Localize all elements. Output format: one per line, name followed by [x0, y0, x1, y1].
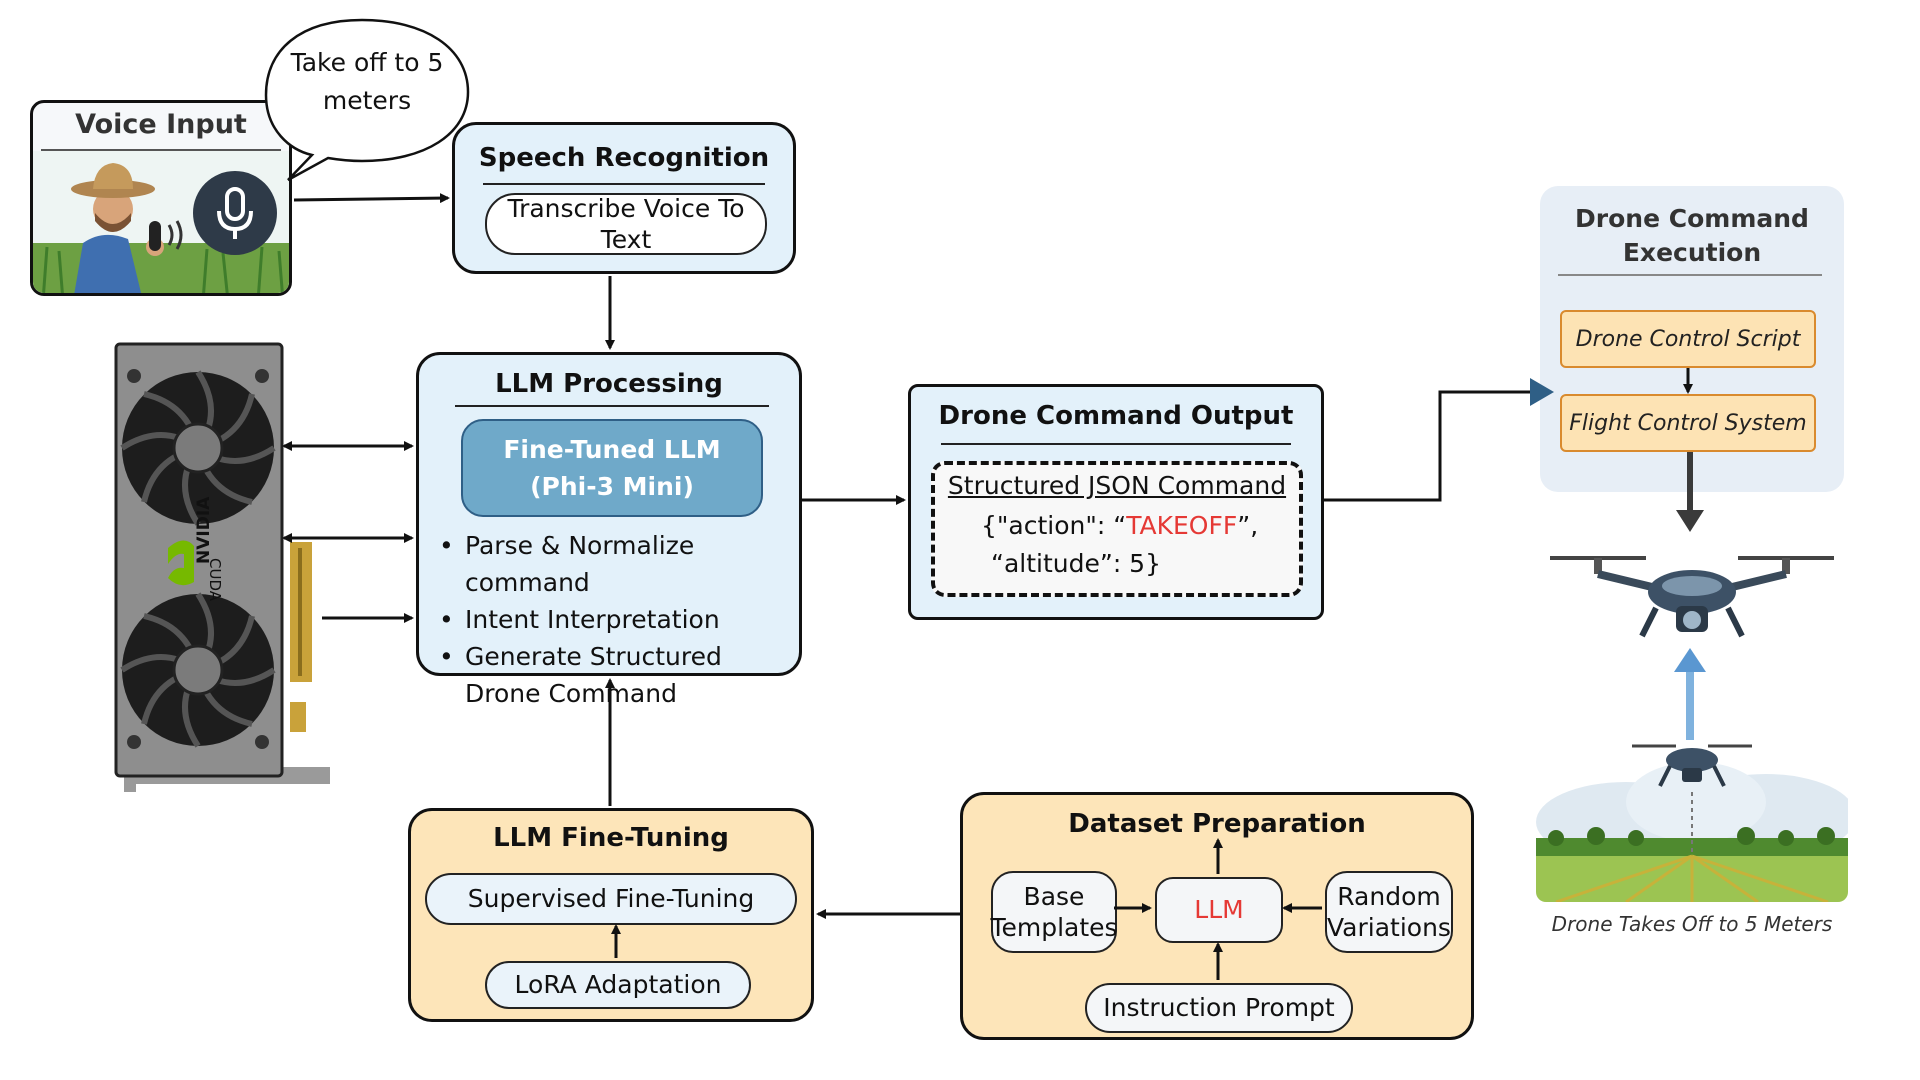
json-command-frame: Structured JSON Command {"action": “TAKE… — [931, 461, 1303, 597]
drone-control-script: Drone Control Script — [1560, 310, 1816, 368]
microphone-icon — [193, 171, 277, 255]
dataset-preparation-box: Dataset Preparation Base Templates LLM R… — [960, 792, 1474, 1040]
voice-input-panel: Voice Input — [30, 100, 292, 296]
nvidia-logo-icon — [168, 540, 194, 586]
fine-tuning-box: LLM Fine-Tuning Supervised Fine-Tuning L… — [408, 808, 814, 1022]
drone-scene — [1536, 732, 1848, 902]
flight-control-system: Flight Control System — [1560, 394, 1816, 452]
step-generate: Generate Structured Drone Command — [439, 638, 799, 712]
json-line-2: “altitude”: 5} — [991, 549, 1161, 578]
fine-tuning-title: LLM Fine-Tuning — [493, 823, 729, 853]
gpu-brand: NVIDIA — [194, 496, 214, 564]
speech-recognition-title: Speech Recognition — [478, 143, 770, 173]
transcribe-step: Transcribe Voice To Text — [485, 193, 767, 255]
execution-caption: Drone Takes Off to 5 Meters — [1551, 912, 1833, 936]
json-label: Structured JSON Command — [947, 471, 1287, 500]
supervised-fine-tuning: Supervised Fine-Tuning — [425, 873, 797, 925]
gpu-card: NVIDIA CUDA — [114, 342, 330, 794]
step-intent: Intent Interpretation — [439, 601, 799, 638]
step-parse: Parse & Normalize command — [439, 527, 799, 601]
drone-command-output-box: Drone Command Output Structured JSON Com… — [908, 384, 1324, 620]
dataset-llm: LLM — [1155, 877, 1283, 943]
json-line-1: {"action": “TAKEOFF”, — [981, 511, 1259, 540]
gpu-sub: CUDA — [206, 558, 224, 602]
fine-tuned-model: Fine-Tuned LLM (Phi-3 Mini) — [461, 419, 763, 517]
llm-processing-title: LLM Processing — [495, 369, 723, 399]
voice-input-title: Voice Input — [75, 109, 247, 140]
drone-hover-icon — [1550, 556, 1834, 638]
speech-recognition-box: Speech Recognition Transcribe Voice To T… — [452, 122, 796, 274]
random-variations: Random Variations — [1325, 871, 1453, 953]
lora-adaptation: LoRA Adaptation — [485, 961, 751, 1009]
base-templates: Base Templates — [990, 871, 1118, 953]
dataset-title: Dataset Preparation — [1068, 809, 1366, 839]
speech-bubble-text: Take off to 5 meters — [290, 48, 444, 115]
execution-panel: Drone Command Execution Drone Control Sc… — [1540, 186, 1844, 492]
llm-processing-box: LLM Processing Fine-Tuned LLM (Phi-3 Min… — [416, 352, 802, 708]
execution-title: Drone Command Execution — [1575, 204, 1809, 267]
processing-steps: Parse & Normalize command Intent Interpr… — [439, 527, 799, 712]
instruction-prompt: Instruction Prompt — [1085, 983, 1353, 1033]
takeoff-value: TAKEOFF — [1126, 511, 1238, 540]
drone-output-title: Drone Command Output — [938, 401, 1294, 431]
